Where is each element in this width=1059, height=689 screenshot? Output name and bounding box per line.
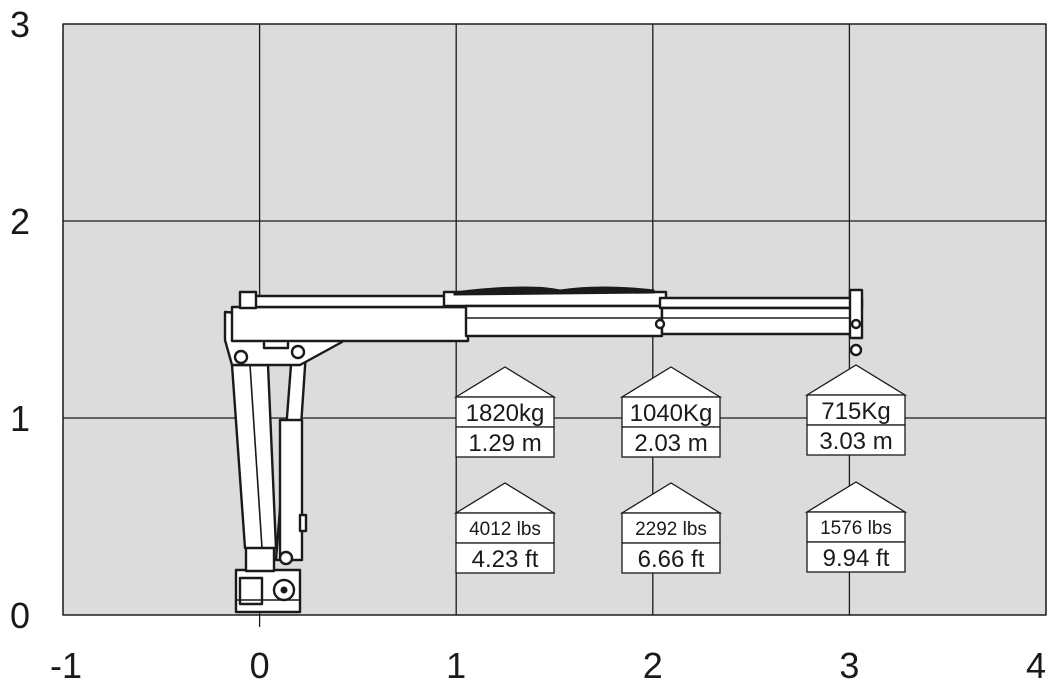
grid-lines <box>62 23 1047 627</box>
crane-column-inner <box>249 364 263 549</box>
crane-tip-pin <box>850 318 862 330</box>
load-callouts: 1820kg 1.29 m 4012 lbs 4.23 ft 1040Kg 2.03 m 2… <box>453 364 908 574</box>
callout-metric-2: 715Kg 3.03 m <box>804 364 908 456</box>
callout-load-text: 1820kg <box>466 400 545 427</box>
callout-reach-text: 1.29 m <box>468 430 541 457</box>
crane-boom-ext-2 <box>660 306 862 336</box>
crane-boom-main <box>230 305 470 343</box>
callout-load-box <box>621 512 721 544</box>
callout-reach-text: 9.94 ft <box>823 545 890 572</box>
y-tick-label-3: 3 <box>10 4 30 45</box>
callout-load-text: 715Kg <box>821 398 890 425</box>
y-tick-label-2: 2 <box>10 201 30 242</box>
crane-hook <box>849 343 863 357</box>
x-tick-label-0: -1 <box>50 645 82 686</box>
callout-reach-box <box>806 424 906 456</box>
callout-reach-text: 3.03 m <box>819 428 892 455</box>
y-axis-ticks: 0 1 2 3 <box>10 4 30 636</box>
y-tick-label-0: 0 <box>10 595 30 636</box>
callout-load-box <box>806 394 906 426</box>
crane-boom-ext-1 <box>464 304 664 338</box>
callout-reach-box <box>455 426 555 458</box>
crane-cylinder-barrel <box>278 418 304 562</box>
callout-load-text: 2292 lbs <box>635 519 707 540</box>
x-axis-ticks: -1 0 1 2 3 4 <box>50 645 1046 686</box>
x-tick-label-3: 2 <box>643 645 663 686</box>
callout-reach-box <box>455 542 555 574</box>
callout-imperial-2: 1576 lbs 9.94 ft <box>804 481 908 573</box>
y-tick-label-1: 1 <box>10 398 30 439</box>
crane-cylinder-pin <box>278 550 294 566</box>
callout-reach-text: 2.03 m <box>634 430 707 457</box>
crane-cylinder-port <box>298 513 308 533</box>
crane-boom-ext-2-top <box>658 296 864 310</box>
callout-reach-box <box>621 542 721 574</box>
callout-metric-1: 1040Kg 2.03 m <box>619 366 723 458</box>
x-tick-label-4: 3 <box>839 645 859 686</box>
callout-reach-text: 6.66 ft <box>638 546 705 573</box>
crane-illustration <box>223 286 864 614</box>
crane-boom-top-rail <box>246 294 468 309</box>
callout-load-text: 4012 lbs <box>469 519 541 540</box>
callout-load-box <box>621 396 721 428</box>
callout-imperial-1: 2292 lbs 6.66 ft <box>619 482 723 574</box>
crane-joint-pin-1 <box>654 318 666 330</box>
callout-load-text: 1040Kg <box>630 400 713 427</box>
crane-base-block <box>238 576 264 606</box>
callout-load-box <box>455 512 555 544</box>
crane-base-hub <box>280 586 288 594</box>
callout-reach-box <box>621 426 721 458</box>
x-tick-label-1: 0 <box>250 645 270 686</box>
callout-load-box <box>806 511 906 543</box>
crane-heel-cap <box>238 290 258 310</box>
callout-load-text: 1576 lbs <box>820 518 892 539</box>
x-tick-label-2: 1 <box>446 645 466 686</box>
callout-reach-box <box>806 541 906 573</box>
crane-hose-bundle <box>453 286 655 296</box>
x-tick-label-5: 4 <box>1026 645 1046 686</box>
callout-imperial-0: 4012 lbs 4.23 ft <box>453 482 557 574</box>
callout-metric-0: 1820kg 1.29 m <box>453 366 557 458</box>
callout-reach-text: 4.23 ft <box>472 546 539 573</box>
crane-head-pin-right <box>290 344 306 360</box>
callout-load-box <box>455 396 555 428</box>
crane-head-pin-left <box>233 349 249 365</box>
crane-boom-tip <box>848 288 864 340</box>
